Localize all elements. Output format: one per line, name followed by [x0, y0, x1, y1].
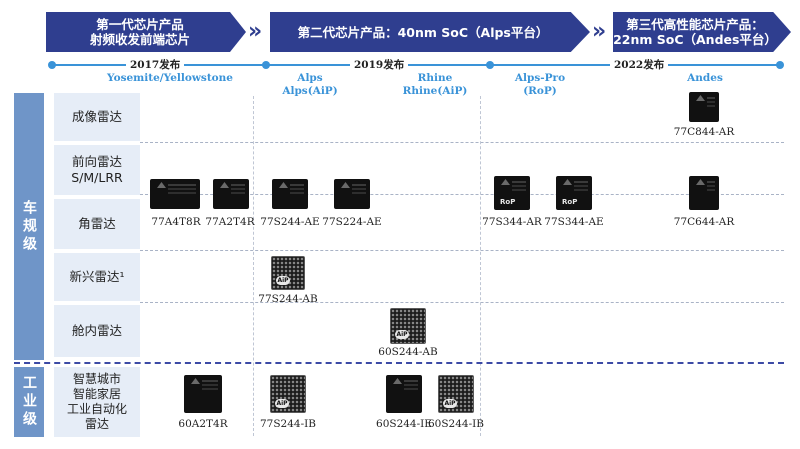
row-label-front-radar: 前向雷达 S/M/LRR	[54, 145, 140, 195]
grade-industrial: 工业级	[14, 367, 44, 437]
chip-77s244-ae	[272, 179, 308, 209]
gen3-line1: 第三代高性能芯片产品：	[626, 17, 764, 32]
row-label-cabin-radar: 舱内雷达	[54, 305, 140, 357]
col-head-andes: Andes	[670, 72, 740, 85]
gen1-line1: 第一代芯片产品	[96, 17, 184, 32]
grade-automotive: 车规级	[14, 93, 44, 360]
chip-77s244-ib: AiP	[270, 375, 306, 413]
year-2019: 2019发布	[350, 57, 409, 72]
chip-label: 77S344-AR	[482, 216, 542, 228]
grid-line	[140, 302, 784, 303]
col-head-alps-pro: Alps-Pro (RoP)	[495, 72, 585, 98]
timeline-dot	[48, 61, 56, 69]
year-2022: 2022发布	[610, 57, 669, 72]
gen3-banner: 第三代高性能芯片产品： 22nm SoC（Andes平台）	[613, 12, 791, 52]
gen2-banner: 第二代芯片产品：40nm SoC（Alps平台）	[270, 12, 590, 52]
timeline-line	[52, 64, 782, 66]
timeline-dot	[776, 61, 784, 69]
row-label-industrial-radar: 智慧城市 智能家居 工业自动化 雷达	[54, 367, 140, 437]
chip-77s224-ae	[334, 179, 370, 209]
col-head-line1: Yosemite/Yellowstone	[106, 72, 233, 84]
chip-label: 60A2T4R	[178, 418, 228, 430]
chip-label: 77C844-AR	[673, 126, 735, 138]
timeline-dot	[262, 61, 270, 69]
col-head-line2: Rhine(AiP)	[402, 85, 468, 97]
col-head-yosemite: Yosemite/Yellowstone	[80, 72, 260, 85]
chip-label: 60S244-IB	[427, 418, 485, 430]
col-head-alps: Alps Alps(AiP)	[265, 72, 355, 98]
gen2-line1: 第二代芯片产品：40nm SoC（Alps平台）	[297, 24, 549, 40]
col-head-rhine: Rhine Rhine(AiP)	[390, 72, 480, 98]
chip-label: 77A2T4R	[205, 216, 255, 228]
chevron-right-icon: »	[592, 19, 606, 44]
chip-label: 77S244-AB	[258, 293, 318, 305]
column-divider	[480, 96, 481, 436]
col-head-line2: (RoP)	[523, 85, 557, 97]
chip-77a4t8r	[150, 179, 200, 209]
chip-label: 77S244-IB	[259, 418, 317, 430]
chip-77s244-ab: AiP	[271, 256, 305, 290]
column-divider	[253, 96, 254, 436]
chip-60s244-ib: AiP	[438, 375, 474, 413]
gen1-line2: 射频收发前端芯片	[89, 32, 190, 47]
chip-77s344-ar: RoP	[494, 176, 530, 210]
chip-60a2t4r	[184, 375, 222, 413]
year-2017: 2017发布	[126, 57, 185, 72]
grid-line	[140, 194, 784, 195]
chip-60s244-ab: AiP	[390, 308, 426, 344]
grid-line	[140, 142, 784, 143]
row-label-corner-radar: 角雷达	[54, 199, 140, 249]
chip-label: 60S244-AB	[378, 346, 438, 358]
chip-label: 77S224-AE	[322, 216, 382, 228]
timeline-dot	[486, 61, 494, 69]
chip-label: 77A4T8R	[151, 216, 201, 228]
col-head-line2: Alps(AiP)	[282, 85, 338, 97]
col-head-line1: Rhine	[417, 72, 453, 84]
chip-label: 60S244-IE	[376, 418, 432, 430]
grade-separator	[14, 362, 784, 364]
chip-77c844-ar	[689, 92, 719, 122]
chip-label: 77C644-AR	[673, 216, 735, 228]
chip-label: 77S344-AE	[544, 216, 604, 228]
chip-label: 77S244-AE	[260, 216, 320, 228]
gen3-line2: 22nm SoC（Andes平台）	[613, 32, 777, 47]
col-head-line1: Andes	[687, 72, 723, 84]
col-head-line1: Alps-Pro	[514, 72, 566, 84]
row-label-emerging-radar: 新兴雷达¹	[54, 253, 140, 301]
grid-line	[140, 250, 784, 251]
chevron-right-icon: »	[248, 19, 262, 44]
col-head-line1: Alps	[297, 72, 323, 84]
chip-77s344-ae: RoP	[556, 176, 592, 210]
row-label-imaging-radar: 成像雷达	[54, 93, 140, 141]
chip-77c644-ar	[689, 176, 719, 210]
chip-60s244-ie	[386, 375, 422, 413]
chip-77a2t4r	[213, 179, 249, 209]
gen1-banner: 第一代芯片产品 射频收发前端芯片	[46, 12, 246, 52]
